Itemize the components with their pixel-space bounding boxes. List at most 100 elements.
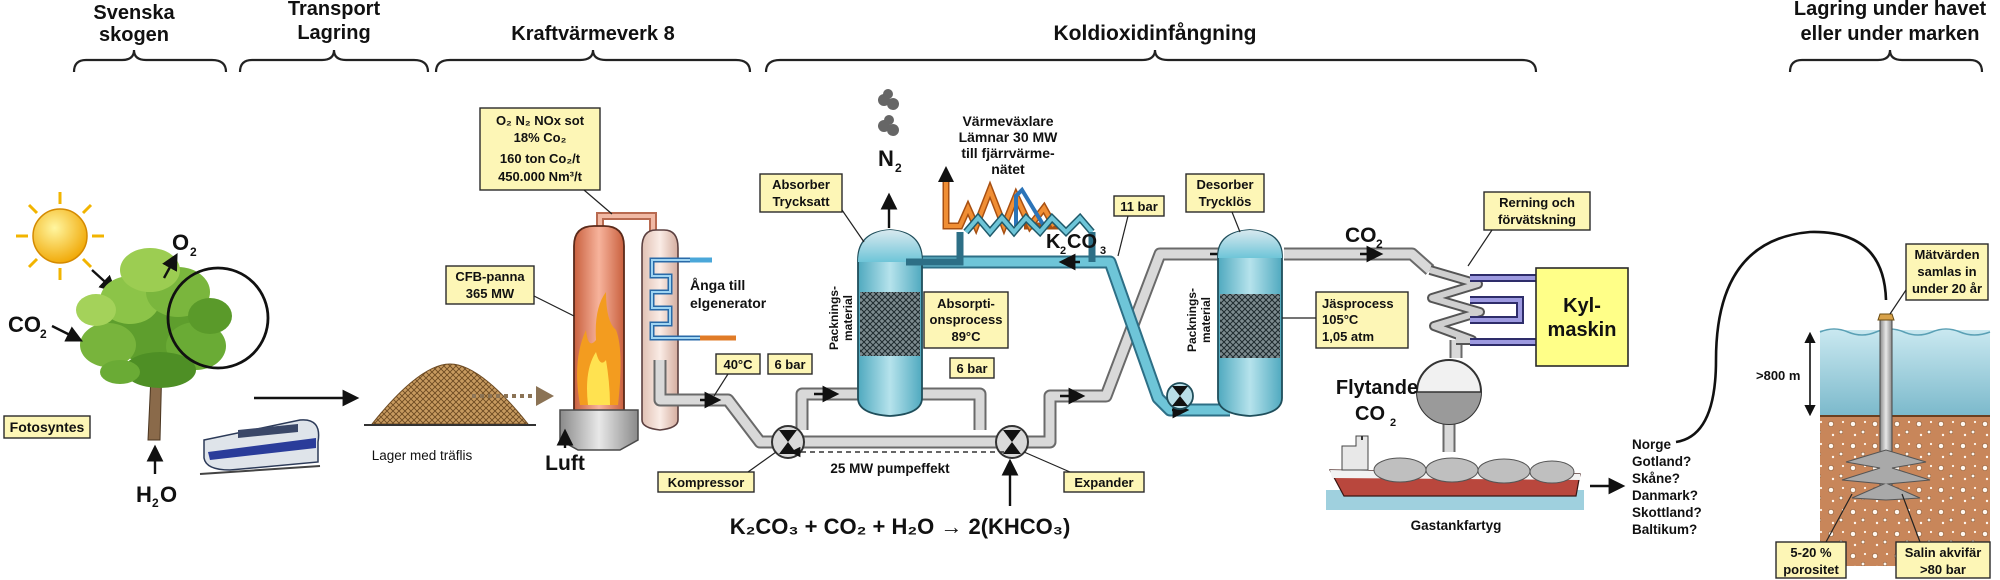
absorption-line2: onsprocess bbox=[930, 312, 1003, 327]
header-storage-line2: eller under marken bbox=[1801, 23, 1980, 45]
o2-label: O bbox=[172, 230, 189, 255]
porosity-line2: porositet bbox=[1783, 562, 1839, 577]
shipping-section: Gastankfartyg Norge Gotland? Skåne? Danm… bbox=[1326, 230, 1888, 537]
destination-item: Gotland? bbox=[1632, 454, 1691, 469]
chp-section: Ånga till elgenerator O₂ N₂ NOx sot 18% … bbox=[445, 107, 767, 475]
train-icon bbox=[199, 419, 321, 475]
compressor-label: Kompressor bbox=[668, 475, 745, 490]
absorption-line1: Absorpti- bbox=[937, 296, 995, 311]
absorber-column bbox=[857, 229, 923, 417]
reaction-equation: K₂CO₃ + CO₂ + H₂O → 2(KHCO₃) bbox=[730, 514, 1071, 539]
co2-label: CO bbox=[8, 312, 41, 337]
packing-right-line2: material bbox=[1199, 297, 1213, 343]
absorber-line2: Trycksatt bbox=[772, 194, 830, 209]
air-label: Luft bbox=[545, 452, 585, 475]
bar6-left-label: 6 bar bbox=[774, 357, 805, 372]
cooler-line1: Kyl- bbox=[1563, 295, 1601, 317]
emission-line1: O₂ N₂ NOx sot bbox=[496, 113, 585, 128]
destination-item: Norge bbox=[1632, 437, 1671, 452]
expander-box bbox=[1063, 471, 1145, 493]
header-forest-line2: skogen bbox=[99, 24, 169, 46]
expander-label: Expander bbox=[1074, 475, 1133, 490]
purification-line2: förvätskning bbox=[1498, 212, 1576, 227]
co2-top-label: CO bbox=[1345, 224, 1377, 247]
tanker-label: Gastankfartyg bbox=[1411, 518, 1502, 533]
absorber-box bbox=[759, 173, 843, 213]
photosynthesis-box bbox=[3, 415, 91, 439]
header-transport-line2: Lagring bbox=[297, 22, 370, 44]
fermentation-box bbox=[1315, 291, 1409, 349]
o2-sub: 2 bbox=[190, 245, 197, 259]
aquifer-box bbox=[1895, 541, 1991, 579]
sun-icon bbox=[16, 192, 104, 280]
solvent-pump-icon bbox=[1166, 382, 1194, 410]
liquid-co2-line1: Flytande bbox=[1336, 377, 1418, 399]
packing-right-line1: Packnings- bbox=[1185, 288, 1199, 352]
emission-line3: 160 ton Co₂/t bbox=[500, 151, 581, 166]
route-curve bbox=[1675, 230, 1888, 444]
compressor-icon bbox=[771, 425, 805, 459]
section-braces bbox=[72, 49, 1984, 73]
heat-exchanger-icon bbox=[906, 166, 1096, 266]
boiler-line1: CFB-panna bbox=[455, 269, 525, 284]
brace-forest bbox=[72, 49, 228, 73]
cooler-box bbox=[1535, 267, 1629, 367]
measure-line3: under 20 år bbox=[1912, 281, 1982, 296]
co2-top-sub: 2 bbox=[1376, 237, 1383, 251]
absorber-line1: Absorber bbox=[772, 177, 830, 192]
co2-plume bbox=[1841, 449, 1931, 501]
measure-box bbox=[1905, 243, 1989, 301]
n2-sub: 2 bbox=[895, 161, 902, 175]
emission-line4: 450.000 Nm³/t bbox=[498, 169, 582, 184]
capture-section: N 2 Packnings- material Värmeväxlare Läm… bbox=[653, 89, 1629, 539]
heat-exchanger-line4: nätet bbox=[991, 161, 1025, 177]
co2-arrow bbox=[51, 324, 84, 342]
k2co3-end: CO bbox=[1067, 231, 1097, 253]
n2-label: N bbox=[878, 146, 894, 171]
bar6-left-box bbox=[767, 353, 813, 375]
header-capture: Koldioxidinfångning bbox=[1054, 22, 1257, 45]
liquid-co2-tank-icon bbox=[1416, 359, 1482, 425]
temp-40-label: 40°C bbox=[723, 357, 753, 372]
section-headers: Svenska skogen Transport Lagring Kraftvä… bbox=[93, 0, 1986, 46]
bar6-right-label: 6 bar bbox=[956, 361, 987, 376]
fuel-feed-arrow bbox=[536, 386, 554, 406]
fermentation-line3: 1,05 atm bbox=[1322, 329, 1374, 344]
heat-exchanger-line1: Värmeväxlare bbox=[962, 113, 1053, 129]
transport-section: Lager med träflis bbox=[199, 363, 554, 475]
bar6-right-box bbox=[949, 357, 995, 379]
packing-left-line1: Packnings- bbox=[827, 286, 841, 350]
boiler-base bbox=[559, 409, 639, 451]
h2o-label-o: O bbox=[160, 482, 177, 507]
h2o-sub: 2 bbox=[152, 496, 159, 510]
temp-40-box bbox=[715, 353, 761, 375]
destination-item: Skåne? bbox=[1632, 471, 1680, 486]
packing-left-line2: material bbox=[841, 295, 855, 341]
aquifer-line2: >80 bar bbox=[1920, 562, 1966, 577]
header-chp: Kraftvärmeverk 8 bbox=[511, 23, 674, 45]
woodchip-pile-icon bbox=[370, 363, 530, 425]
gas-pipes bbox=[653, 247, 1463, 452]
purification-line1: Rerning och bbox=[1499, 195, 1575, 210]
desorber-line2: Trycklös bbox=[1199, 194, 1252, 209]
pump-effect-label: 25 MW pumpeffekt bbox=[830, 461, 950, 476]
purification-coil-icon bbox=[1427, 265, 1544, 346]
compressor-box bbox=[657, 471, 755, 493]
desorber-line1: Desorber bbox=[1196, 177, 1253, 192]
k2co3-sub2: 3 bbox=[1100, 245, 1106, 257]
boiler-box bbox=[445, 265, 535, 305]
pressure-11-box bbox=[1113, 195, 1165, 217]
expander-icon bbox=[995, 425, 1029, 459]
desorber-column bbox=[1217, 229, 1283, 417]
brace-storage bbox=[1788, 49, 1984, 73]
destination-item: Baltikum? bbox=[1632, 522, 1697, 537]
destination-item: Skottland? bbox=[1632, 505, 1702, 520]
header-transport-line1: Transport bbox=[288, 0, 381, 20]
heat-exchanger-line3: till fjärrvärme- bbox=[961, 145, 1055, 161]
tanker-ship-icon bbox=[1328, 435, 1581, 497]
measure-line1: Mätvärden bbox=[1914, 247, 1979, 262]
pressure-11-label: 11 bar bbox=[1120, 199, 1158, 214]
co2-sub: 2 bbox=[40, 327, 47, 341]
storage-section: >800 m Mätvärden samlas in under 20 år 5… bbox=[1756, 243, 1991, 579]
